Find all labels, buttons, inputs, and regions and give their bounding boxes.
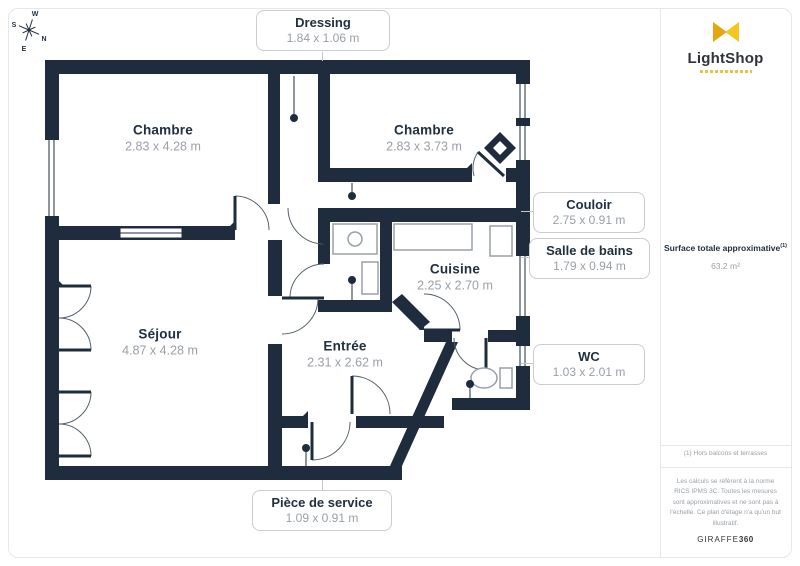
opening-marker-icons: [59, 163, 472, 416]
toilet-bowl-icon: [470, 367, 498, 389]
lightshop-logo-icon: [712, 22, 739, 42]
footnote-text: (1) Hors balcons et terrasses: [683, 450, 768, 457]
bathroom-unit-icon: [361, 261, 379, 295]
leader-line-couloir: [521, 211, 533, 212]
leader-line-wc: [521, 363, 533, 364]
room-label-chambre-1: Chambre 2.83 x 4.28 m: [125, 122, 201, 154]
callout-dressing: Dressing 1.84 x 1.06 m: [256, 10, 390, 51]
kitchen-counter-icon: [393, 223, 473, 251]
callout-wc: WC 1.03 x 2.01 m: [533, 344, 645, 385]
floor-plan: Chambre 2.83 x 4.28 m Chambre 2.83 x 3.7…: [12, 10, 650, 531]
callout-salle-de-bains: Salle de bains 1.79 x 0.94 m: [529, 238, 650, 279]
panel-divider-1: [661, 445, 791, 446]
door-leaf-icons: [59, 150, 506, 460]
fixture-icons: [332, 223, 513, 389]
toilet-tank-icon: [499, 367, 513, 389]
room-label-sejour: Séjour 4.87 x 4.28 m: [122, 326, 198, 358]
surface-title-superscript: (1): [780, 243, 787, 250]
room-label-chambre-2: Chambre 2.83 x 3.73 m: [386, 122, 462, 154]
ceiling-light-icons: [290, 76, 474, 466]
panel-divider-2: [661, 467, 791, 468]
compass-west-label: W: [32, 11, 39, 18]
kitchen-appliance-icon: [489, 225, 513, 257]
surface-value: 63.2 m²: [711, 261, 740, 271]
surface-summary: Surface totale approximative(1) 63.2 m²: [660, 243, 791, 271]
sink-drain-icon: [347, 231, 363, 247]
chair-icon: [484, 132, 516, 164]
callout-couloir: Couloir 2.75 x 0.91 m: [533, 192, 645, 233]
room-label-entree: Entrée 2.31 x 2.62 m: [307, 338, 383, 370]
leader-line-salle-de-bains: [521, 257, 529, 258]
room-label-cuisine: Cuisine 2.25 x 2.70 m: [417, 261, 493, 293]
window-icons: [45, 84, 530, 366]
callout-piece-de-service: Pièce de service 1.09 x 0.91 m: [252, 490, 392, 531]
compass-south-label: S: [12, 22, 17, 29]
floor-plan-drawing: [45, 60, 530, 480]
compass-east-label: E: [22, 46, 27, 53]
surface-title: Surface totale approximative(1): [664, 243, 787, 253]
walls-group: [45, 60, 530, 480]
giraffe360-suffix: 360: [738, 535, 754, 544]
info-panel: LightShop Surface totale approximative(1…: [660, 9, 791, 557]
leader-line-piece-de-service: [322, 480, 323, 490]
lightshop-logo-text: LightShop: [687, 50, 764, 67]
leader-line-dressing: [322, 52, 323, 61]
lightshop-logo: LightShop: [660, 21, 791, 73]
giraffe360-name: GIRAFFE: [697, 535, 739, 544]
giraffe360-logo: GIRAFFE360: [660, 535, 791, 544]
logo-tagline: [699, 70, 752, 73]
compass-north-label: N: [41, 36, 46, 43]
panel-divider-left: [660, 9, 661, 557]
compass-icon: W S N E: [12, 11, 47, 53]
disclaimer-text: Les calculs se réfèrent à la norme RICS …: [670, 478, 781, 527]
